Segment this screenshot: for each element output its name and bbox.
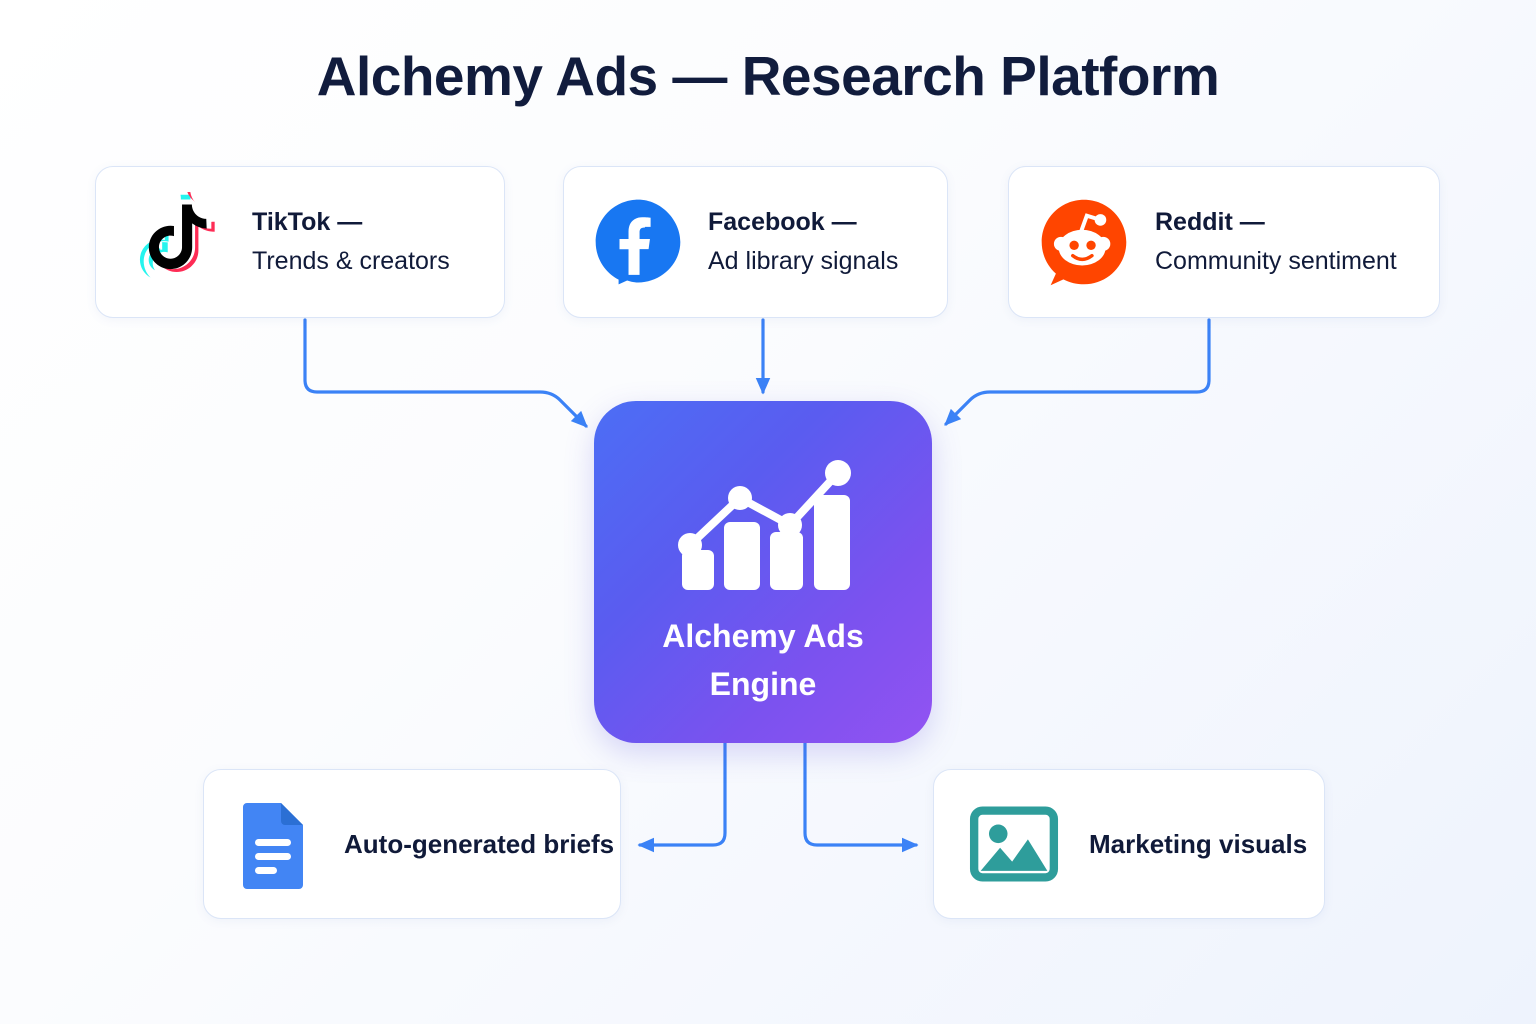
tiktok-icon xyxy=(132,192,224,292)
output-card-briefs[interactable]: Auto-generated briefs xyxy=(203,769,621,919)
output-card-visuals[interactable]: Marketing visuals xyxy=(933,769,1325,919)
hub-label-line1: Alchemy Ads xyxy=(662,618,864,654)
connector-tiktok-to-hub xyxy=(303,318,588,428)
source-subtitle: Community sentiment xyxy=(1155,247,1397,275)
source-subtitle: Ad library signals xyxy=(708,247,899,275)
reddit-icon xyxy=(1037,195,1131,289)
output-card-visuals-label: Marketing visuals xyxy=(1089,828,1308,859)
source-card-tiktok[interactable]: TikTok — Trends & creators xyxy=(95,166,505,318)
connector-hub-to-visuals xyxy=(803,741,919,853)
connector-hub-to-briefs xyxy=(637,741,727,853)
source-card-reddit-text: Reddit — Community sentiment xyxy=(1155,203,1397,281)
source-card-tiktok-text: TikTok — Trends & creators xyxy=(252,203,450,281)
bar-chart-trend-icon xyxy=(668,443,858,598)
source-card-facebook-text: Facebook — Ad library signals xyxy=(708,203,898,281)
output-card-briefs-label: Auto-generated briefs xyxy=(344,828,615,859)
connector-reddit-to-hub xyxy=(944,318,1211,426)
hub-label-line2: Engine xyxy=(709,666,817,702)
source-title: TikTok — xyxy=(252,208,363,236)
source-title: Facebook — xyxy=(708,208,857,236)
image-icon xyxy=(969,806,1059,882)
source-title: Reddit — xyxy=(1155,208,1265,236)
source-card-facebook[interactable]: Facebook — Ad library signals xyxy=(563,166,948,318)
document-icon xyxy=(237,799,309,889)
facebook-icon xyxy=(592,196,684,288)
hub-label: Alchemy Ads Engine xyxy=(662,612,864,708)
source-subtitle: Trends & creators xyxy=(252,247,450,275)
hub-node-alchemy-ads-engine[interactable]: Alchemy Ads Engine xyxy=(594,401,932,743)
page-title: Alchemy Ads — Research Platform xyxy=(316,45,1220,107)
source-card-reddit[interactable]: Reddit — Community sentiment xyxy=(1008,166,1440,318)
